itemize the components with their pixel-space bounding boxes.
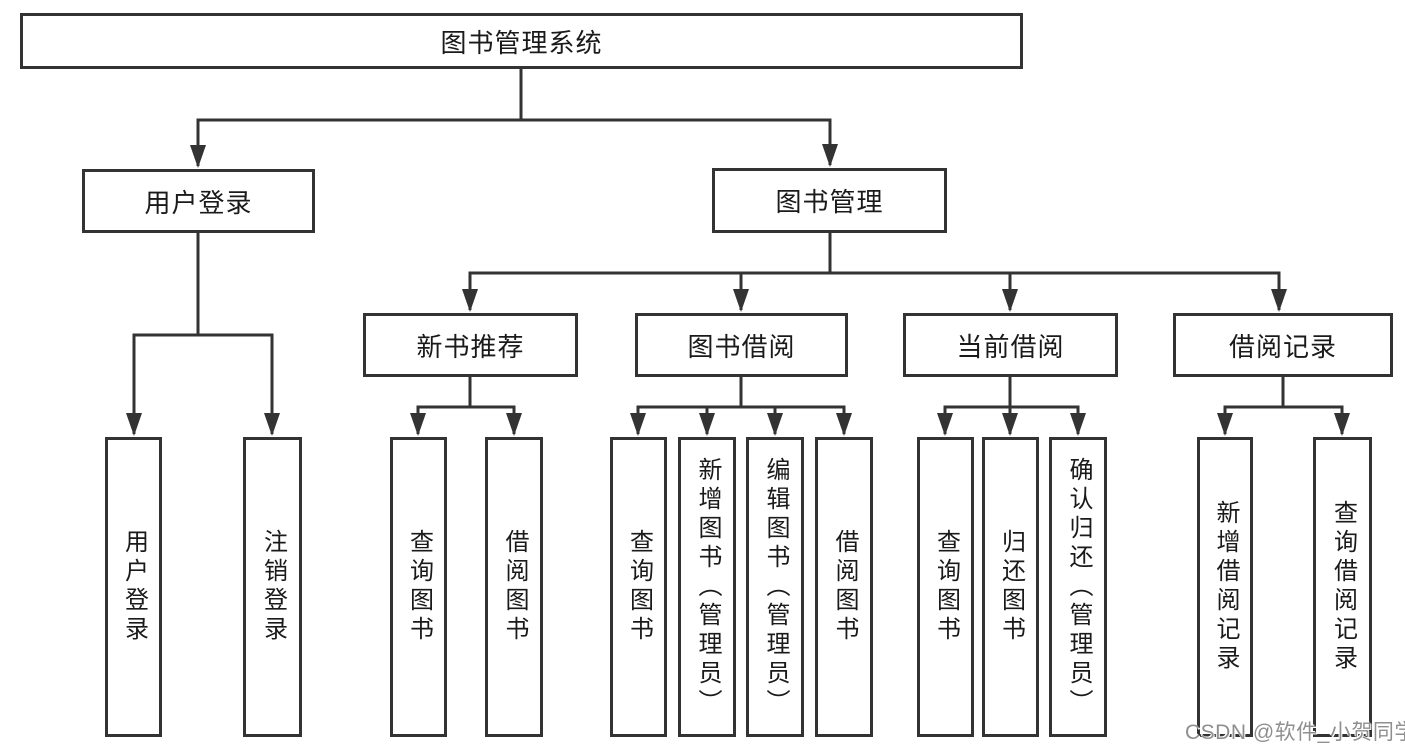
leaf-add-book-admin: 新增图书（管理员） <box>678 437 736 737</box>
node-book-management: 图书管理 <box>712 168 947 233</box>
leaf-return-book: 归还图书 <box>982 437 1039 737</box>
node-current-borrow: 当前借阅 <box>903 313 1118 377</box>
node-user-login: 用户登录 <box>82 169 315 233</box>
leaf-confirm-return-admin: 确认归还（管理员） <box>1049 437 1107 737</box>
csdn-watermark: CSDN @软件_小贺同学 <box>1185 721 1405 744</box>
leaf-borrow-book-1: 借阅图书 <box>485 437 543 737</box>
node-root-system: 图书管理系统 <box>20 13 1023 69</box>
leaf-edit-book-admin: 编辑图书（管理员） <box>746 437 804 737</box>
leaf-query-book-2: 查询图书 <box>610 437 667 737</box>
leaf-add-borrow-record: 新增借阅记录 <box>1197 437 1253 737</box>
leaf-query-book-1: 查询图书 <box>390 437 447 737</box>
leaf-borrow-book-2: 借阅图书 <box>815 437 873 737</box>
leaf-user-login: 用户登录 <box>105 437 162 737</box>
leaf-logout: 注销登录 <box>243 437 302 737</box>
node-new-book-recommend: 新书推荐 <box>363 313 578 377</box>
leaf-query-book-3: 查询图书 <box>917 437 974 737</box>
node-book-borrow: 图书借阅 <box>635 313 848 377</box>
leaf-query-borrow-record: 查询借阅记录 <box>1313 437 1372 737</box>
node-borrow-record: 借阅记录 <box>1173 313 1393 377</box>
